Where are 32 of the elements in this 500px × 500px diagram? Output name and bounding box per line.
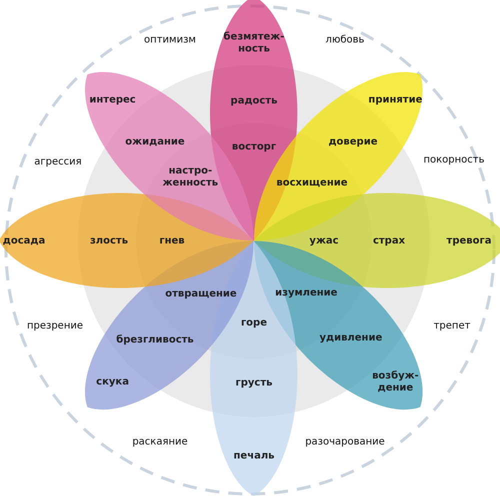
emotion-label: отвращение (165, 288, 237, 300)
emotion-label: грусть (236, 377, 272, 389)
emotion-label: злость (90, 235, 128, 247)
emotion-label: брезгливость (116, 334, 194, 346)
emotion-label: ужас (309, 235, 339, 247)
emotion-label: настро-женность (162, 166, 218, 189)
emotion-label: тревога (446, 235, 492, 247)
emotion-label: восторг (232, 141, 276, 153)
emotion-label: страх (372, 235, 406, 247)
emotion-label: гнев (159, 235, 185, 247)
emotion-label: изумление (275, 288, 338, 300)
dyad-label: оптимизм (144, 34, 196, 46)
emotion-label: восхищение (276, 177, 348, 189)
dyad-label: раскаяние (132, 436, 188, 448)
emotion-label: радость (230, 95, 278, 107)
dyad-label: трепет (434, 320, 470, 332)
emotion-label: ожидание (125, 136, 185, 148)
emotion-label: доверие (328, 136, 378, 148)
emotion-label: скука (96, 376, 129, 388)
emotion-label: печаль (234, 450, 274, 462)
dyad-label: агрессия (34, 156, 82, 168)
emotion-label: безмятеж-ность (224, 32, 284, 54)
dyad-label: любовь (326, 34, 364, 46)
emotion-label: горе (240, 317, 267, 329)
emotion-label: интерес (89, 94, 136, 106)
dyad-label: разочарование (305, 436, 385, 448)
emotion-label: возбуж-дение (372, 370, 419, 394)
dyad-label: покорность (423, 154, 485, 166)
dyad-label: презрение (26, 320, 84, 332)
emotion-label: удивление (320, 332, 382, 344)
emotion-label: принятие (368, 94, 422, 106)
emotion-label: досада (2, 235, 46, 247)
